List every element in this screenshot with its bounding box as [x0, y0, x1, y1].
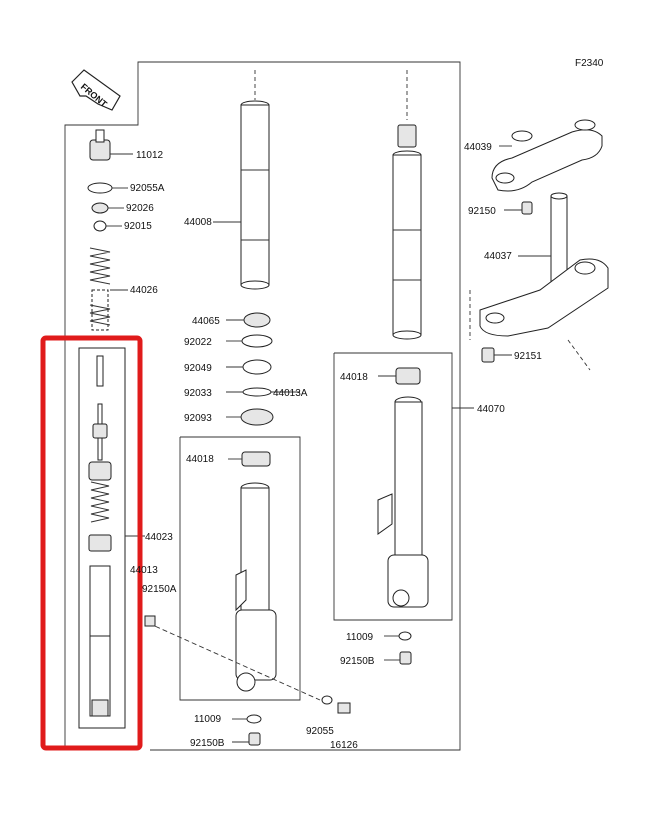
label-44013A: 44013A: [273, 388, 308, 399]
label-11009-right: 11009: [346, 632, 374, 643]
part-labels: 11012 92055A 92026 92015 44026 44008 440…: [124, 142, 542, 751]
label-92150A: 92150A: [142, 584, 177, 595]
label-44018-right: 44018: [340, 372, 368, 383]
label-92093: 92093: [184, 413, 212, 424]
outer-tube-right: [377, 367, 474, 665]
label-44026: 44026: [130, 285, 158, 296]
label-44037: 44037: [484, 251, 512, 262]
label-92151: 92151: [514, 351, 542, 362]
label-11009-bottom: 11009: [194, 714, 222, 725]
assembly-frame: [64, 61, 461, 751]
label-92150: 92150: [468, 206, 496, 217]
highlight-box: [40, 335, 143, 751]
fork-cap-stack: [87, 129, 113, 331]
label-92015: 92015: [124, 221, 152, 232]
label-44039: 44039: [464, 142, 492, 153]
label-92055: 92055: [306, 726, 334, 737]
steering-stem-clamp: [469, 192, 609, 371]
label-16126: 16126: [330, 740, 358, 751]
damper-rod-assembly: [78, 347, 145, 729]
label-44023: 44023: [145, 532, 173, 543]
label-44018-left: 44018: [186, 454, 214, 465]
bolts-right: [481, 201, 533, 363]
axle-bolt: [144, 615, 351, 714]
label-92022: 92022: [184, 337, 212, 348]
figure-code: F2340: [575, 58, 604, 69]
label-44013: 44013: [130, 565, 158, 576]
label-44065: 44065: [192, 316, 220, 327]
leader-lines-left: [106, 153, 133, 291]
label-44008: 44008: [184, 217, 212, 228]
label-92150B-bottom: 92150B: [190, 738, 225, 749]
label-11012: 11012: [136, 150, 164, 161]
front-arrow-icon: FRONT: [71, 69, 121, 111]
label-92026: 92026: [126, 203, 154, 214]
label-92049: 92049: [184, 363, 212, 374]
inner-tube-right: [392, 70, 422, 340]
label-92055A: 92055A: [130, 183, 165, 194]
label-92150B-right: 92150B: [340, 656, 375, 667]
inner-tube-left: [213, 70, 270, 290]
seal-stack: [226, 312, 300, 426]
upper-triple-clamp: [491, 119, 603, 192]
bottom-small-parts: [232, 714, 262, 746]
label-92033: 92033: [184, 388, 212, 399]
label-44070: 44070: [477, 404, 505, 415]
outer-tube-left: [228, 451, 277, 692]
